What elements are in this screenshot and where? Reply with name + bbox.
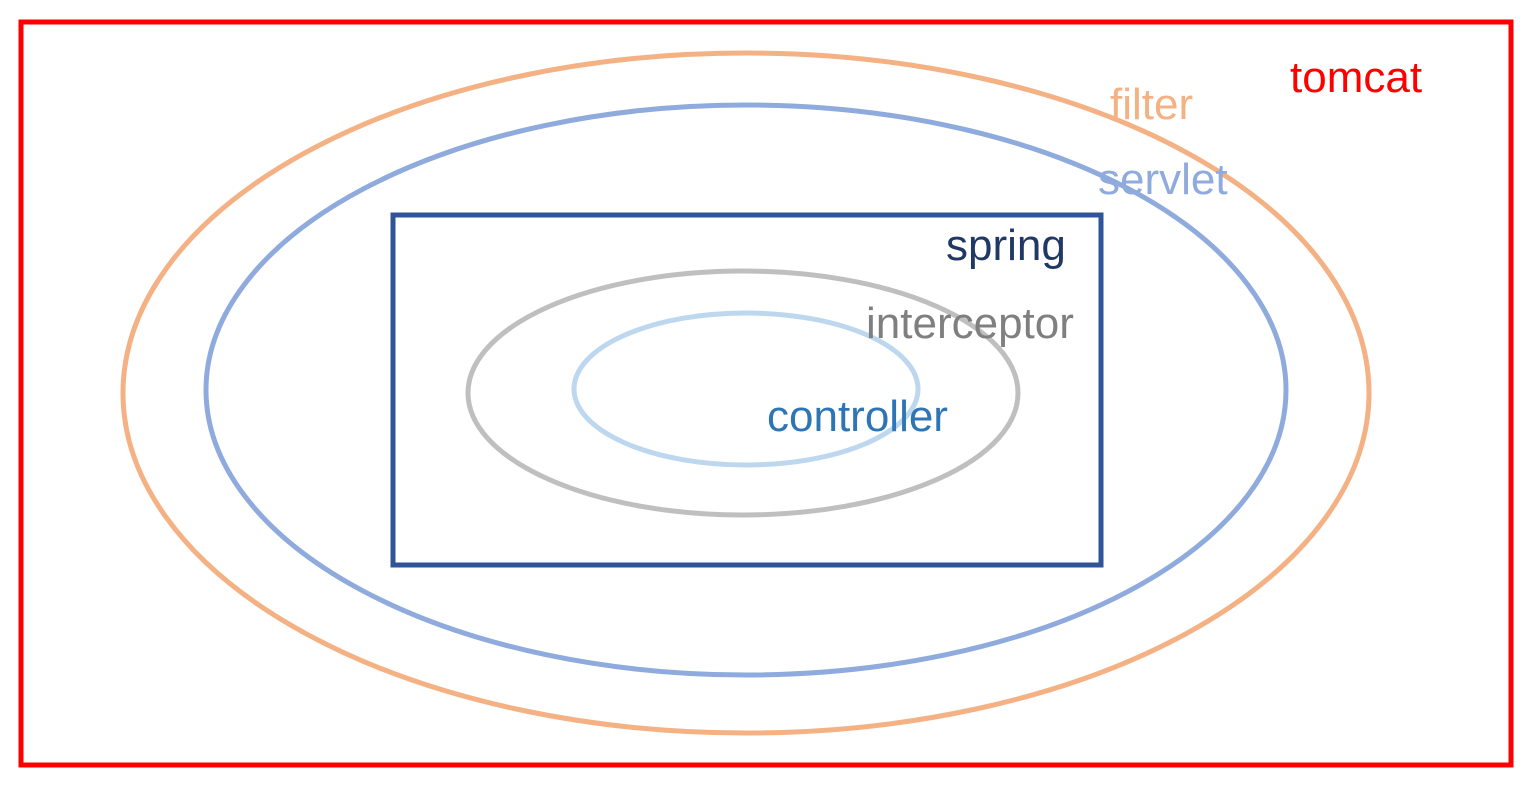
spring-box	[390, 212, 1104, 568]
filter-ellipse	[120, 50, 1372, 736]
servlet-ellipse	[203, 102, 1289, 678]
tomcat-box	[18, 19, 1514, 768]
spring-label: spring	[946, 221, 1066, 270]
servlet-label: servlet	[1098, 155, 1228, 204]
tomcat-label: tomcat	[1290, 53, 1422, 102]
controller-label: controller	[767, 392, 948, 441]
controller-ellipse	[571, 310, 921, 468]
interceptor-label: interceptor	[866, 299, 1074, 348]
filter-label: filter	[1110, 80, 1193, 129]
interceptor-ellipse	[465, 268, 1021, 518]
